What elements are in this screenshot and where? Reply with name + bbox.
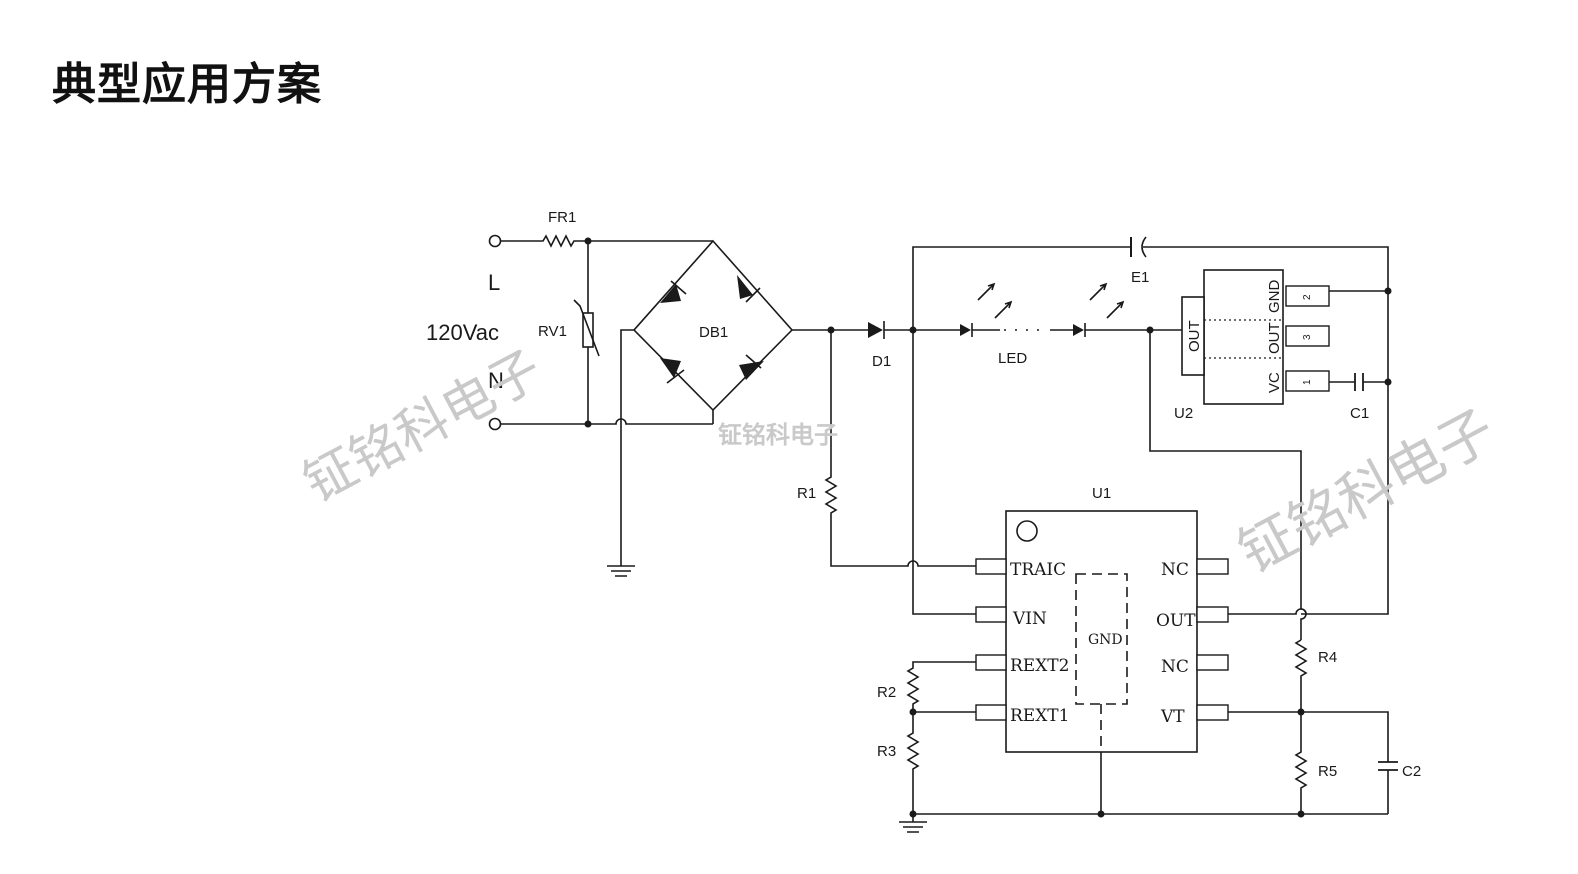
led-diode — [960, 323, 973, 337]
fr1-label: FR1 — [548, 209, 576, 226]
fr1-resistor — [501, 234, 713, 248]
rv1-label: RV1 — [538, 323, 567, 340]
watermark: 钲铭科电子 — [1228, 398, 1506, 587]
junction-dot — [584, 420, 592, 428]
u1-out-label: OUT — [1156, 611, 1196, 631]
u2-pin-2-num: 2 — [1302, 294, 1313, 300]
rv1-varistor — [582, 312, 594, 348]
r5-resistor — [1294, 712, 1308, 814]
bridge-diode — [737, 275, 761, 303]
terminal-N — [488, 417, 502, 431]
u1-rext1-label: REXT1 — [1010, 706, 1069, 726]
junction-dot — [1297, 810, 1305, 818]
c2-label: C2 — [1402, 763, 1421, 780]
r3-resistor — [906, 712, 920, 814]
r1-label: R1 — [797, 485, 816, 502]
u1-gnd-pad — [1075, 573, 1128, 705]
neutral-label: N — [488, 368, 504, 393]
u1-vt-label: VT — [1160, 707, 1185, 727]
r2-resistor — [906, 661, 976, 712]
u2-pin-3-num: 3 — [1302, 334, 1313, 340]
top-rail-wire — [912, 246, 1389, 615]
u1-pin-vt — [1196, 704, 1229, 721]
d1-label: D1 — [872, 353, 891, 370]
u2-pin-1 — [1285, 370, 1330, 392]
u1-pin-nc-top — [1196, 558, 1229, 575]
bridge-negative-wire — [620, 329, 634, 566]
led-diode — [1073, 323, 1086, 337]
ground-symbol — [607, 565, 635, 577]
led-label: LED — [998, 350, 1027, 367]
u1-pin-out — [1196, 606, 1229, 623]
u1-pin-rext2 — [975, 654, 1007, 671]
d1-diode — [868, 321, 885, 339]
u1-label: U1 — [1092, 485, 1111, 502]
vt-wire — [1228, 711, 1389, 814]
rv1-slash — [573, 299, 600, 357]
r4-resistor — [1294, 639, 1308, 712]
db1-label: DB1 — [699, 324, 728, 341]
r5-label: R5 — [1318, 763, 1337, 780]
watermark: 钲铭科电子 — [718, 421, 838, 449]
r4-label: R4 — [1318, 649, 1337, 666]
junction-dot — [584, 237, 592, 245]
e1-plate-curved — [1141, 236, 1147, 258]
line-label: L — [488, 270, 500, 295]
voltage-label: 120Vac — [426, 320, 499, 345]
junction-dot — [1097, 810, 1105, 818]
u2-out-left-label: OUT — [1186, 320, 1203, 352]
r1-resistor — [824, 330, 976, 567]
u1-pin-traic — [975, 558, 1007, 575]
u1-gnd-label: GND — [1088, 632, 1123, 648]
u1-traic-label: TRAIC — [1010, 560, 1066, 580]
u2-vc-label: VC — [1266, 372, 1283, 393]
r2-label: R2 — [877, 684, 896, 701]
vin-wire — [912, 330, 976, 615]
u2-gnd-label: GND — [1266, 280, 1283, 314]
watermark: 钲铭科电子 — [294, 339, 552, 514]
bridge-diode — [660, 280, 687, 303]
u1-pin-vin — [975, 606, 1007, 623]
u1-vin-label: VIN — [1012, 609, 1047, 629]
u2-dotted — [1204, 319, 1283, 359]
c1-label: C1 — [1350, 405, 1369, 422]
u1-nc-top-label: NC — [1161, 560, 1189, 580]
bridge-diode — [739, 354, 764, 380]
u1-pin-nc-mid — [1196, 654, 1229, 671]
e1-label: E1 — [1131, 269, 1149, 286]
u2-pin-1-num: 1 — [1302, 379, 1313, 385]
page-title: 典型应用方案 — [52, 59, 322, 110]
r3-label: R3 — [877, 743, 896, 760]
neutral-wire — [501, 418, 713, 425]
ground-symbol — [899, 814, 927, 833]
u1-nc-mid-label: NC — [1161, 657, 1189, 677]
terminal-L — [488, 234, 502, 248]
u2-out-label: OUT — [1266, 322, 1283, 354]
bridge-diode — [660, 358, 685, 384]
u1-pin1-marker — [1016, 520, 1038, 542]
u1-out-wire — [1228, 608, 1307, 615]
u2-pin-2 — [1285, 285, 1330, 307]
light-arrows — [977, 282, 1125, 319]
u2-pin-3 — [1285, 325, 1330, 347]
u2-out-tab — [1181, 296, 1205, 376]
u1-rext2-label: REXT2 — [1010, 656, 1069, 676]
u2-label: U2 — [1174, 405, 1193, 422]
u1-pin-rext1 — [975, 704, 1007, 721]
